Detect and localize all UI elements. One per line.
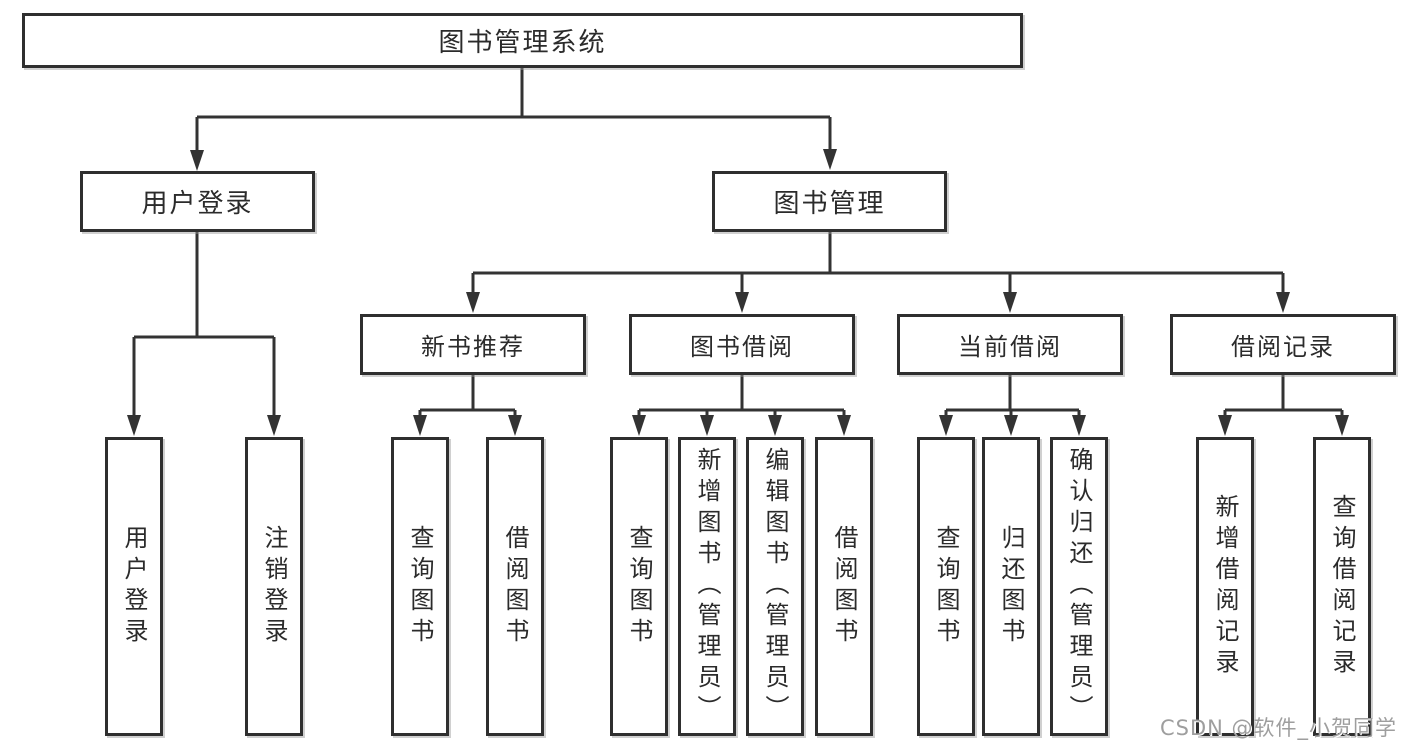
leaf-label: 确认归还（管理员） (1065, 447, 1093, 726)
connector-book-management (466, 232, 1290, 313)
leaf-user-login: 用户登录 (105, 437, 163, 736)
connector-current-borrow (939, 375, 1086, 436)
leaf-label: 新增图书（管理员） (693, 447, 721, 726)
leaf-add-books-admin: 新增图书（管理员） (678, 437, 736, 736)
leaf-label: 查询图书 (406, 524, 434, 649)
leaf-logout: 注销登录 (245, 437, 303, 736)
leaf-label: 归还图书 (997, 524, 1025, 649)
leaf-label: 借阅图书 (830, 524, 858, 649)
leaf-query-books-1: 查询图书 (391, 437, 449, 736)
leaf-return-books: 归还图书 (982, 437, 1040, 736)
leaf-label: 查询借阅记录 (1328, 493, 1356, 680)
connector-root (190, 68, 837, 171)
connector-book-borrow (632, 375, 851, 436)
connector-user-login (127, 232, 281, 436)
leaf-label: 查询图书 (625, 524, 653, 649)
leaf-add-borrow-record: 新增借阅记录 (1196, 437, 1254, 736)
leaf-edit-books-admin: 编辑图书（管理员） (746, 437, 804, 736)
leaf-borrow-books-2: 借阅图书 (815, 437, 873, 736)
connector-new-book-recommend (413, 375, 522, 436)
node-new-book-recommend: 新书推荐 (360, 314, 586, 375)
leaf-borrow-books-1: 借阅图书 (486, 437, 544, 736)
node-user-login: 用户登录 (80, 171, 315, 232)
leaf-query-borrow-record: 查询借阅记录 (1313, 437, 1371, 736)
leaf-label: 借阅图书 (501, 524, 529, 649)
node-library-system: 图书管理系统 (22, 13, 1023, 68)
node-book-management: 图书管理 (712, 171, 947, 232)
leaf-label: 注销登录 (260, 524, 288, 649)
leaf-query-books-2: 查询图书 (610, 437, 668, 736)
leaf-label: 查询图书 (932, 524, 960, 649)
leaf-label: 编辑图书（管理员） (761, 447, 789, 726)
connector-borrow-records (1218, 375, 1349, 436)
node-book-borrow: 图书借阅 (629, 314, 855, 375)
leaf-query-books-3: 查询图书 (917, 437, 975, 736)
leaf-label: 用户登录 (120, 524, 148, 649)
leaf-confirm-return-admin: 确认归还（管理员） (1050, 437, 1108, 736)
node-borrow-records: 借阅记录 (1170, 314, 1396, 375)
leaf-label: 新增借阅记录 (1211, 493, 1239, 680)
node-current-borrow: 当前借阅 (897, 314, 1123, 375)
watermark: CSDN @软件_小贺同学 (1160, 716, 1398, 740)
